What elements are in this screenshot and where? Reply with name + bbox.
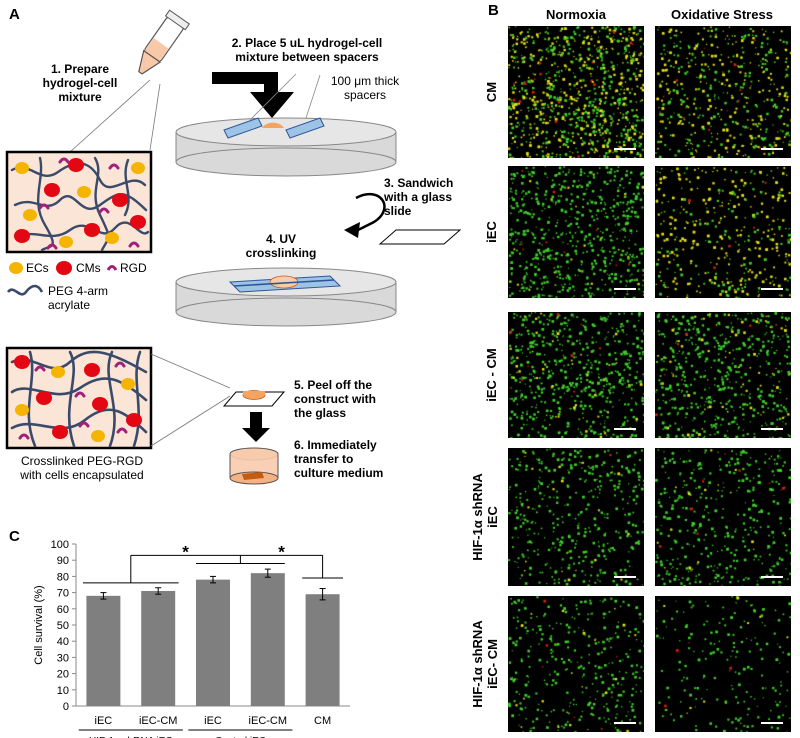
micrograph-normoxia — [508, 596, 644, 732]
scale-bar — [614, 288, 636, 290]
y-tick-label: 30 — [57, 652, 69, 664]
scale-bar — [761, 288, 783, 290]
bar — [86, 595, 121, 706]
platform-1 — [175, 117, 397, 177]
row-label: iEC - CM — [484, 348, 499, 402]
micrograph-oxidative — [655, 596, 791, 732]
y-tick-label: 60 — [57, 604, 69, 616]
panel-b-letter: B — [488, 2, 499, 19]
group-label: HIF-1α shRNA iEC — [89, 736, 173, 738]
micrograph-normoxia — [508, 448, 644, 586]
col-header-oxidative: Oxidative Stress — [671, 7, 773, 22]
down-arrow-small-icon — [242, 412, 270, 442]
bar — [305, 594, 340, 706]
micrograph-oxidative — [655, 312, 791, 438]
scale-bar — [761, 148, 783, 150]
bar — [250, 573, 285, 706]
bar — [141, 590, 176, 706]
panel-a-illustration — [5, 9, 462, 485]
col-header-normoxia: Normoxia — [546, 7, 606, 22]
cm-legend-icon — [56, 261, 72, 275]
y-tick-label: 40 — [57, 636, 69, 648]
x-tick-label: iEC — [95, 715, 113, 727]
micrograph-normoxia — [508, 312, 644, 438]
x-tick-label: iEC-CM — [139, 715, 178, 727]
rgd-legend-icon — [106, 265, 118, 271]
pipette-icon — [138, 9, 190, 75]
panel-c-letter: C — [9, 528, 20, 545]
bar — [196, 579, 230, 706]
x-tick-label: CM — [314, 715, 331, 727]
group-label: Control iEC — [215, 736, 266, 738]
row-label: CM — [484, 81, 499, 103]
y-tick-label: 20 — [57, 669, 69, 681]
y-tick-label: 10 — [57, 685, 69, 697]
legend-rgd: RGD — [120, 261, 147, 275]
curved-arrow-icon — [353, 192, 386, 234]
scale-bar — [614, 722, 636, 724]
micrograph-oxidative — [655, 26, 791, 158]
y-tick-label: 0 — [63, 701, 69, 713]
y-tick-label: 90 — [57, 555, 69, 567]
y-tick-label: 50 — [57, 620, 69, 632]
down-arrow-icon — [212, 72, 294, 118]
y-axis-label: Cell survival (%) — [33, 585, 45, 664]
scale-bar — [614, 576, 636, 578]
panel-a-letter: A — [9, 6, 20, 23]
x-tick-label: iEC-CM — [249, 715, 288, 727]
scale-bar — [614, 148, 636, 150]
scale-bar — [614, 428, 636, 430]
peg-legend-icon — [6, 284, 44, 296]
glass-slide — [378, 229, 462, 245]
micrograph-oxidative — [655, 166, 791, 298]
scale-bar — [761, 722, 783, 724]
micrograph-oxidative — [655, 448, 791, 586]
micrograph-normoxia — [508, 26, 644, 158]
platform-2 — [175, 267, 397, 327]
micrograph-normoxia — [508, 166, 644, 298]
ec-legend-icon — [9, 262, 23, 274]
row-label: iEC — [484, 221, 499, 243]
y-tick-label: 70 — [57, 588, 69, 600]
legend-cms: CMs — [76, 261, 101, 275]
scale-bar — [761, 428, 783, 430]
significance-star: * — [182, 542, 189, 561]
scale-bar — [761, 576, 783, 578]
significance-star: * — [278, 542, 285, 561]
legend-ecs: ECs — [26, 261, 49, 275]
y-tick-label: 80 — [57, 571, 69, 583]
x-tick-label: iEC — [204, 715, 222, 727]
y-tick-label: 100 — [51, 539, 69, 551]
culture-dish-icon — [229, 447, 279, 485]
